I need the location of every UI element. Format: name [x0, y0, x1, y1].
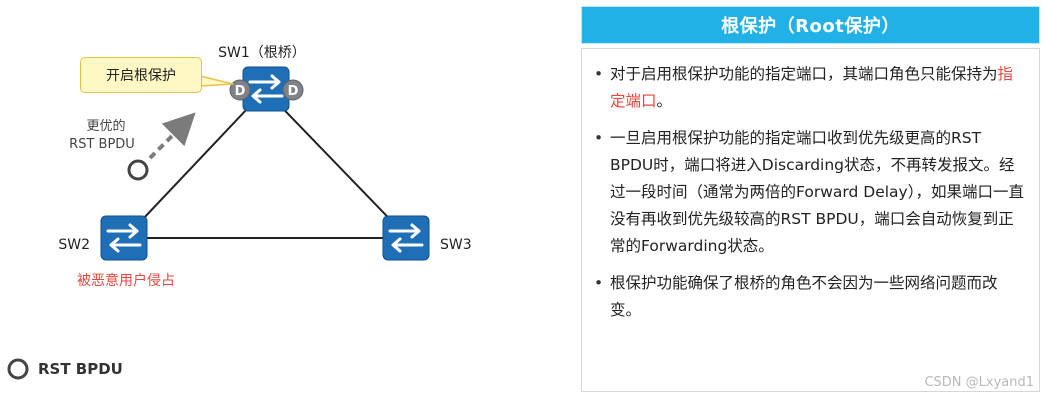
sw2-compromised-note: 被恶意用户侵占 — [77, 272, 175, 289]
bullet-list: 对于启用根保护功能的指定端口，其端口角色只能保持为指定端口。 一旦启用根保护功能… — [592, 61, 1025, 324]
root-protection-callout: 开启根保护 — [80, 57, 202, 93]
switch-sw3[interactable] — [382, 215, 430, 261]
bullet-item: 一旦启用根保护功能的指定端口收到优先级更高的RST BPDU时，端口将进入Dis… — [592, 125, 1025, 260]
legend-bpdu-circle-icon — [7, 358, 29, 380]
bullet-item: 对于启用根保护功能的指定端口，其端口角色只能保持为指定端口。 — [592, 61, 1025, 115]
legend-label: RST BPDU — [38, 360, 123, 378]
network-diagram: D D SW1（根桥） SW2 被恶意用户侵占 SW3 更优的 RST BPDU… — [7, 45, 472, 380]
watermark: CSDN @Lxyand1 — [924, 375, 1034, 390]
sw2-label: SW2 — [58, 237, 90, 253]
better-bpdu-label: 更优的 — [86, 118, 125, 134]
port-role-label: D — [235, 84, 246, 99]
info-panel: 根保护（Root保护） 对于启用根保护功能的指定端口，其端口角色只能保持为指定端… — [581, 6, 1040, 396]
port-sw1-right[interactable]: D — [282, 79, 304, 101]
sw3-label: SW3 — [440, 237, 472, 253]
bpdu-circle-icon — [127, 159, 149, 181]
highlight-text: 指定端口 — [610, 65, 1014, 110]
link-sw1-sw3 — [264, 89, 409, 239]
better-bpdu-label: RST BPDU — [69, 137, 135, 152]
switch-sw2[interactable] — [100, 215, 148, 261]
port-sw1-left[interactable]: D — [229, 79, 251, 101]
bullet-item: 根保护功能确保了根桥的角色不会因为一些网络问题而改变。 — [592, 270, 1025, 324]
sw1-label: SW1（根桥） — [218, 45, 306, 61]
bpdu-arrow — [148, 112, 196, 160]
callout-pointer — [199, 75, 234, 87]
panel-body: 对于启用根保护功能的指定端口，其端口角色只能保持为指定端口。 一旦启用根保护功能… — [581, 48, 1040, 392]
callout-text: 开启根保护 — [106, 68, 176, 84]
port-role-label: D — [288, 84, 299, 99]
panel-title: 根保护（Root保护） — [581, 6, 1040, 44]
link-sw1-sw2 — [124, 89, 266, 239]
